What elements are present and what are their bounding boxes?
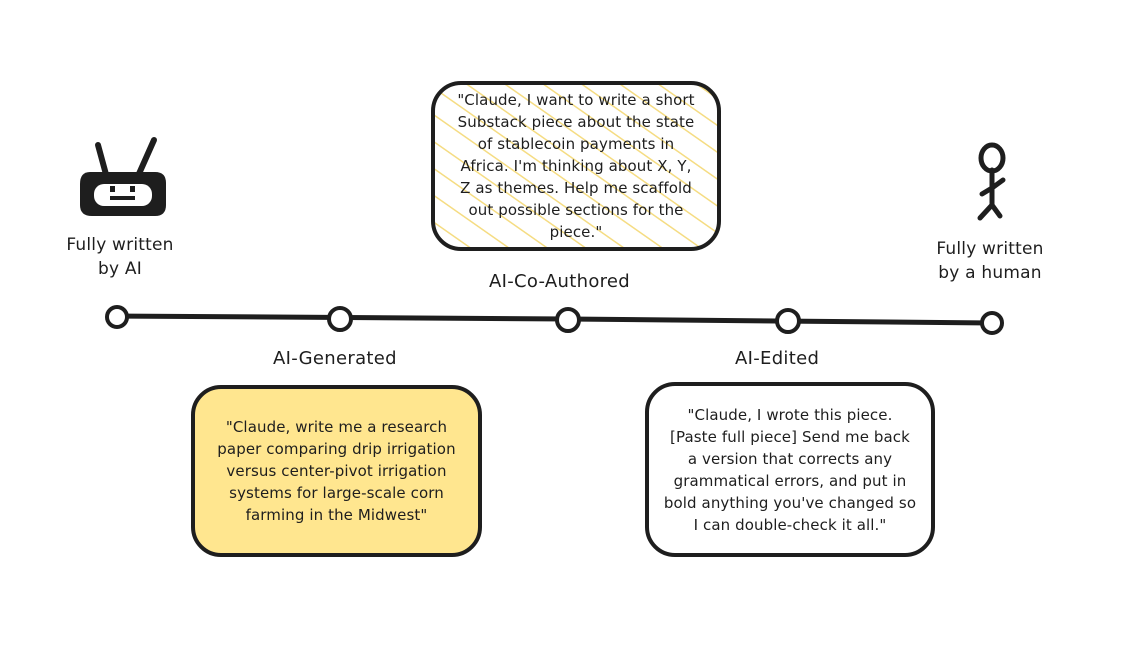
timeline-node-start xyxy=(105,305,129,329)
robot-icon xyxy=(80,137,166,216)
quote-text-ai-generated: "Claude, write me a research paper compa… xyxy=(217,418,456,524)
right-end-label: Fully written by a human xyxy=(920,237,1060,285)
stick-figure-icon xyxy=(977,142,1006,221)
right-end-label-line2: by a human xyxy=(938,263,1042,283)
timeline xyxy=(114,313,995,326)
coauthored-bubble-hatch xyxy=(434,84,718,248)
timeline-node-ai-edited xyxy=(775,308,801,334)
quote-text-ai-co-authored: "Claude, I want to write a short Substac… xyxy=(457,91,695,241)
timeline-node-end xyxy=(980,311,1004,335)
right-end-label-line1: Fully written xyxy=(936,239,1044,259)
stage-label-ai-co-authored: AI-Co-Authored xyxy=(489,271,631,292)
left-end-label-line2: by AI xyxy=(98,259,142,279)
timeline-node-ai-co-authored xyxy=(555,307,581,333)
stage-label-ai-edited: AI-Edited xyxy=(735,348,820,369)
stage-label-ai-generated: AI-Generated xyxy=(273,348,397,369)
quote-bubble-ai-generated: "Claude, write me a research paper compa… xyxy=(191,385,482,557)
quote-text-ai-edited: "Claude, I wrote this piece. [Paste full… xyxy=(663,405,917,534)
quote-bubble-ai-edited: "Claude, I wrote this piece. [Paste full… xyxy=(645,382,935,557)
left-end-label-line1: Fully written xyxy=(66,235,174,255)
quote-bubble-ai-co-authored: "Claude, I want to write a short Substac… xyxy=(431,81,721,251)
timeline-node-ai-generated xyxy=(327,306,353,332)
left-end-label: Fully written by AI xyxy=(50,233,190,281)
